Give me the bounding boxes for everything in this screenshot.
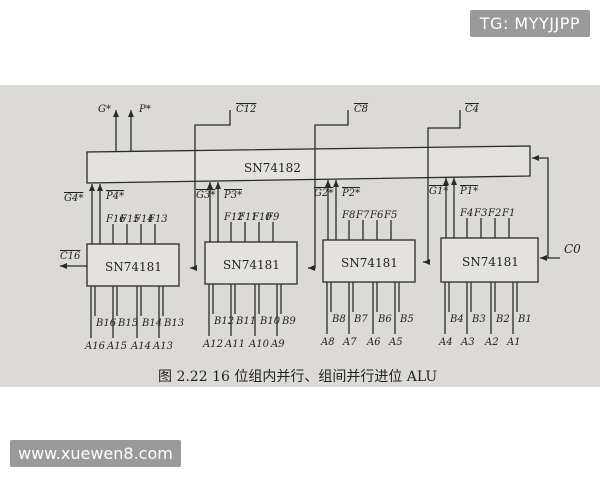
a-input-label: A10	[248, 339, 270, 350]
c4-line	[423, 110, 461, 265]
g-star-label: G*	[98, 104, 111, 115]
c12-label: C12	[236, 104, 256, 115]
f-output-label: F2	[487, 208, 501, 219]
a-input-label: A4	[438, 337, 453, 348]
a-input-label: A14	[130, 341, 151, 352]
c0-feedback-line	[532, 155, 549, 258]
f-output-label: F11	[237, 212, 258, 223]
sn74181-label-1: SN74181	[105, 260, 162, 274]
b-input-label: B7	[353, 314, 368, 325]
a-input-label: A3	[460, 337, 475, 348]
figure-caption: 图 2.22 16 位组内并行、组间并行进位 ALU	[158, 369, 437, 385]
b-input-label: B5	[399, 314, 414, 325]
b-input-label: B6	[377, 314, 392, 325]
p2-label: P2*	[341, 188, 360, 199]
f-output-label: F7	[355, 210, 370, 221]
b-input-label: B16	[95, 318, 117, 329]
f-output-label: F10	[251, 212, 272, 223]
b-input-label: B4	[449, 314, 464, 325]
g2-label: G2*	[314, 188, 333, 199]
watermark-bottom: www.xuewen8.com	[10, 440, 181, 467]
b-input-label: B14	[141, 318, 162, 329]
f-output-label: F1	[501, 208, 515, 219]
a-input-label: A7	[342, 337, 357, 348]
g3-label: G3*	[196, 190, 215, 201]
a-input-label: A2	[484, 337, 499, 348]
b-input-label: B9	[281, 316, 296, 327]
f-output-label: F5	[383, 210, 397, 221]
f-output-label: F12	[223, 212, 244, 223]
a-input-label: A11	[224, 339, 245, 350]
b-input-label: B2	[495, 314, 510, 325]
sn74181-block-1	[86, 243, 180, 287]
b-input-label: B12	[213, 316, 234, 327]
a-input-label: A9	[270, 339, 285, 350]
b-input-label: B1	[517, 314, 532, 325]
g4-label: G4*	[64, 193, 83, 204]
watermark-top: TG: MYYJJPP	[469, 10, 590, 37]
sn74181-label-2: SN74181	[223, 258, 280, 272]
alu-circuit-diagram: SN74182 G* P* C12 C8 C4 G4* P4* G3* P3* …	[60, 104, 581, 385]
b-input-label: B13	[163, 318, 184, 329]
b-input-label: B15	[117, 318, 138, 329]
a-input-label: A12	[202, 339, 223, 350]
b-input-label: B10	[259, 316, 281, 327]
sn74182-label: SN74182	[244, 161, 301, 175]
a-input-label: A6	[366, 337, 381, 348]
c4-label: C4	[465, 104, 479, 115]
f-output-label: F6	[369, 210, 384, 221]
a-input-label: A16	[84, 341, 106, 352]
f-output-label: F15	[119, 214, 140, 225]
sn74181-label-3: SN74181	[341, 256, 398, 270]
g1-label: G1*	[429, 186, 448, 197]
f-output-label: F3	[473, 208, 487, 219]
p1-label: P1*	[459, 186, 478, 197]
sn74181-label-4: SN74181	[462, 255, 519, 269]
a-input-label: A13	[152, 341, 173, 352]
f-output-label: F9	[265, 212, 280, 223]
a-input-label: A8	[320, 337, 335, 348]
f-output-label: F8	[341, 210, 355, 221]
p4-label: P4*	[105, 191, 124, 202]
p3-label: P3*	[223, 190, 242, 201]
b-input-label: B8	[331, 314, 346, 325]
f-output-label: F14	[133, 214, 154, 225]
sn74181-block-3	[322, 239, 416, 283]
b-input-label: B11	[235, 316, 256, 327]
c0-label: C0	[564, 242, 581, 256]
a-input-label: A5	[388, 337, 403, 348]
a-input-label: A15	[106, 341, 127, 352]
c8-label: C8	[354, 104, 368, 115]
sn74181-block-4	[440, 237, 539, 283]
a-input-label: A1	[506, 337, 521, 348]
p-star-label: P*	[138, 104, 151, 115]
c12-line	[190, 110, 231, 271]
f-output-label: F16	[105, 214, 126, 225]
c8-line	[308, 110, 349, 271]
c16-label: C16	[60, 251, 81, 262]
b-input-label: B3	[471, 314, 486, 325]
sn74182-block	[86, 145, 531, 184]
f-output-label: F4	[459, 208, 473, 219]
sn74181-block-2	[204, 241, 298, 285]
f-output-label: F13	[147, 214, 168, 225]
